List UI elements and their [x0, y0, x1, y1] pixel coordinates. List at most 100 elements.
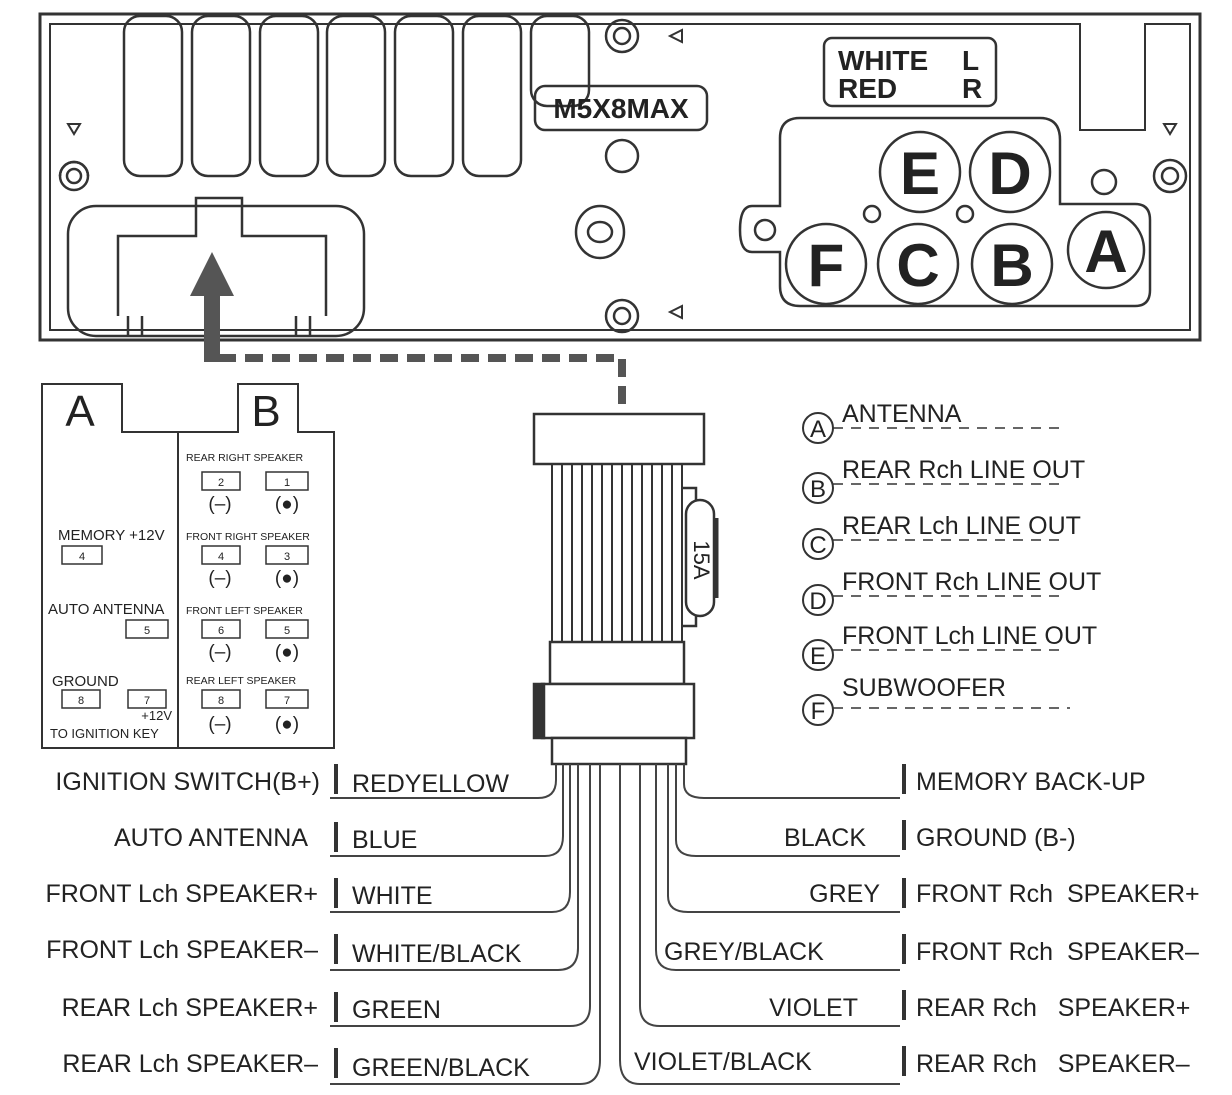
svg-text:C: C: [896, 232, 939, 299]
ground-label: GROUND: [52, 673, 119, 690]
svg-text:5: 5: [284, 625, 290, 637]
svg-text:(●): (●): [275, 714, 299, 735]
wire-color-label: VIOLET/BLACK: [634, 1048, 812, 1076]
legend-label: FRONT Rch LINE OUT: [842, 568, 1101, 596]
svg-text:E: E: [810, 643, 826, 670]
wire-color-label: GREEN/BLACK: [352, 1054, 530, 1082]
wire-function-label: REAR Rch SPEAKER+: [916, 994, 1190, 1022]
wire-color-label: BLUE: [352, 826, 417, 854]
wire-color-label: GREEN: [352, 996, 441, 1024]
svg-text:F: F: [811, 698, 826, 725]
svg-text:7: 7: [284, 695, 290, 707]
fuse-label: 15A: [689, 540, 714, 579]
wire-color-label: WHITE: [352, 882, 433, 910]
ground-pin: 8: [78, 695, 84, 707]
svg-text:B: B: [990, 232, 1033, 299]
svg-text:REAR RIGHT SPEAKER: REAR RIGHT SPEAKER: [186, 452, 304, 464]
block-a-pins: MEMORY +12V 4 AUTO ANTENNA 5 GROUND 8 7 …: [48, 527, 172, 741]
fuse-holder: [682, 486, 719, 628]
wire-function-label: IGNITION SWITCH(B+): [55, 768, 320, 796]
svg-text:(–): (–): [208, 714, 231, 735]
port-d: D: [968, 130, 1052, 214]
port-legend: A ANTENNA B REAR Rch LINE OUT C REAR Lch…: [802, 400, 1101, 726]
svg-text:D: D: [988, 140, 1031, 207]
harness-bundle-wires: [551, 464, 683, 642]
svg-text:(●): (●): [275, 642, 299, 663]
wire-function-label: FRONT Lch SPEAKER+: [45, 880, 318, 908]
legend-item: A ANTENNA: [802, 400, 1060, 444]
svg-text:(–): (–): [208, 642, 231, 663]
wire-color-label: VIOLET: [769, 994, 858, 1022]
svg-text:1: 1: [284, 477, 290, 489]
svg-text:E: E: [900, 140, 940, 207]
model-label-box: M5X8MAX: [533, 84, 709, 132]
wire-color-label: BLACK: [784, 824, 866, 852]
port-cluster-outline: [738, 116, 1152, 308]
port-a: A: [1066, 210, 1146, 290]
svg-text:(●): (●): [275, 494, 299, 515]
svg-text:6: 6: [218, 625, 224, 637]
port-b: B: [970, 222, 1054, 306]
harness-body: [532, 640, 696, 766]
port-e: E: [878, 130, 962, 214]
ignition-label: TO IGNITION KEY: [50, 726, 159, 741]
front-right-speaker-pins: FRONT RIGHT SPEAKER 4 3 (–) (●): [186, 531, 310, 589]
wire-function-label: FRONT Rch SPEAKER+: [916, 880, 1200, 908]
port-f: F: [784, 222, 868, 306]
wire-function-label: FRONT Rch SPEAKER–: [916, 938, 1199, 966]
svg-text:2: 2: [218, 477, 224, 489]
wire-function-label: FRONT Lch SPEAKER–: [46, 936, 318, 964]
wire-color-label: REDYELLOW: [352, 770, 509, 798]
port-c: C: [876, 222, 960, 306]
iso-pinout-table: [41, 383, 335, 749]
wire-color-label: GREY: [809, 880, 880, 908]
legend-item: E FRONT Lch LINE OUT: [802, 622, 1097, 671]
legend-item: D FRONT Rch LINE OUT: [802, 568, 1101, 616]
svg-text:A: A: [1084, 218, 1127, 285]
rca-label-box: WHITE L RED R: [822, 36, 998, 108]
svg-text:FRONT LEFT SPEAKER: FRONT LEFT SPEAKER: [186, 605, 303, 617]
svg-text:REAR LEFT SPEAKER: REAR LEFT SPEAKER: [186, 675, 297, 687]
rca-white-label: WHITE: [838, 45, 928, 76]
block-a-label: A: [65, 387, 95, 436]
rear-left-speaker-pins: REAR LEFT SPEAKER 8 7 (–) (●): [186, 675, 309, 735]
svg-text:8: 8: [218, 695, 224, 707]
legend-label: REAR Rch LINE OUT: [842, 456, 1085, 484]
head-unit-panel: [38, 12, 1202, 342]
ignition-pin: 7: [144, 695, 150, 707]
svg-text:C: C: [809, 532, 826, 559]
port-connectors: E D F C B A: [784, 130, 1146, 306]
label-dividers: [334, 764, 906, 1078]
svg-text:4: 4: [218, 551, 224, 563]
ignition-volts: +12V: [141, 708, 172, 723]
wire-function-label: REAR Lch SPEAKER+: [62, 994, 318, 1022]
legend-label: ANTENNA: [842, 400, 962, 428]
front-left-speaker-pins: FRONT LEFT SPEAKER 6 5 (–) (●): [186, 605, 309, 663]
legend-label: REAR Lch LINE OUT: [842, 512, 1081, 540]
rca-red-label: RED: [838, 73, 897, 104]
heatsink-fins: [122, 14, 591, 178]
model-label: M5X8MAX: [553, 93, 689, 124]
rca-right-label: R: [962, 73, 982, 104]
mounting-holes: [58, 18, 1188, 334]
svg-text:FRONT RIGHT SPEAKER: FRONT RIGHT SPEAKER: [186, 531, 310, 543]
svg-text:A: A: [810, 416, 826, 443]
svg-text:3: 3: [284, 551, 290, 563]
mount-triangles: [66, 28, 1178, 320]
svg-text:(●): (●): [275, 568, 299, 589]
memory-pin: 4: [79, 551, 85, 563]
svg-text:(–): (–): [208, 568, 231, 589]
legend-label: SUBWOOFER: [842, 674, 1006, 702]
rear-right-speaker-pins: REAR RIGHT SPEAKER 2 1 (–) (●): [186, 452, 309, 515]
block-b-pins: REAR RIGHT SPEAKER 2 1 (–) (●) FRONT RIG…: [186, 452, 310, 735]
svg-text:B: B: [810, 476, 826, 503]
connection-arrow: [190, 252, 626, 404]
wire-function-label: REAR Lch SPEAKER–: [62, 1050, 318, 1078]
legend-item: F SUBWOOFER: [802, 674, 1070, 726]
svg-text:F: F: [808, 232, 845, 299]
wire-function-label: AUTO ANTENNA: [114, 824, 308, 852]
wire-function-label: MEMORY BACK-UP: [916, 768, 1146, 796]
right-wire-labels: MEMORY BACK-UP BLACK GROUND (B-) GREY FR…: [634, 768, 1200, 1078]
